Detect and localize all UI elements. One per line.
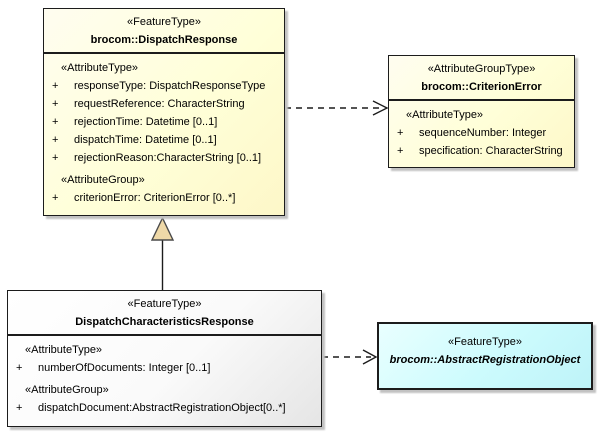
visibility-marker: +	[52, 98, 59, 110]
section-label-attributetype: «AttributeType»	[25, 344, 103, 356]
class-stereotype: «FeatureType»	[127, 16, 201, 28]
class-name: brocom::CriterionError	[421, 81, 542, 93]
class-stereotype: «FeatureType»	[448, 336, 522, 348]
section-label-attributegroup: «AttributeGroup»	[25, 384, 109, 396]
attribute-text: requestReference: CharacterString	[74, 98, 245, 110]
attribute-row[interactable]: + dispatchDocument:AbstractRegistrationO…	[8, 399, 319, 417]
class-name: DispatchCharacteristicsResponse	[75, 316, 254, 328]
section-label-attributetype: «AttributeType»	[61, 62, 139, 74]
class-header: «FeatureType» brocom::DispatchResponse	[44, 9, 284, 54]
attribute-row[interactable]: + numberOfDocuments: Integer [0..1]	[8, 359, 319, 377]
visibility-marker: +	[52, 192, 59, 204]
visibility-marker: +	[52, 80, 59, 92]
attribute-row[interactable]: + requestReference: CharacterString	[44, 95, 282, 113]
class-header: «FeatureType» brocom::AbstractRegistrati…	[379, 324, 591, 372]
class-name: brocom::DispatchResponse	[90, 34, 238, 46]
class-attributes: «AttributeType» + responseType: Dispatch…	[44, 54, 284, 211]
attribute-row[interactable]: + rejectionTime: Datetime [0..1]	[44, 113, 282, 131]
class-attributes: «AttributeType» + sequenceNumber: Intege…	[389, 101, 574, 164]
dependency-arrow-dispatchcharacteristicsresponse-abstractregistrationobject[interactable]	[322, 349, 378, 365]
attribute-text: dispatchTime: Datetime [0..1]	[74, 134, 217, 146]
attribute-text: responseType: DispatchResponseType	[74, 80, 266, 92]
dependency-arrow-dispatchresponse-criterionerror[interactable]	[285, 100, 389, 116]
section-label-attributegroup: «AttributeGroup»	[61, 174, 145, 186]
class-criterion-error[interactable]: «AttributeGroupType» brocom::CriterionEr…	[388, 55, 575, 168]
class-dispatch-response[interactable]: «FeatureType» brocom::DispatchResponse «…	[43, 8, 285, 216]
attribute-row[interactable]: + responseType: DispatchResponseType	[44, 77, 282, 95]
attribute-text: criterionError: CriterionError [0..*]	[74, 192, 236, 204]
visibility-marker: +	[52, 116, 59, 128]
visibility-marker: +	[52, 134, 59, 146]
visibility-marker: +	[52, 152, 59, 164]
attribute-text: rejectionReason:CharacterString [0..1]	[74, 152, 262, 164]
visibility-marker: +	[16, 402, 23, 414]
attribute-text: specification: CharacterString	[419, 145, 563, 157]
attribute-text: rejectionTime: Datetime [0..1]	[74, 116, 218, 128]
class-stereotype: «AttributeGroupType»	[427, 63, 536, 75]
class-header: «FeatureType» DispatchCharacteristicsRes…	[8, 291, 321, 336]
attribute-text: numberOfDocuments: Integer [0..1]	[38, 362, 211, 374]
generalization-arrow-dispatchcharacteristicsresponse-dispatchresponse[interactable]	[150, 216, 175, 290]
attribute-row[interactable]: + sequenceNumber: Integer	[389, 124, 572, 142]
section-label-attributetype: «AttributeType»	[406, 109, 484, 121]
attribute-row[interactable]: + rejectionReason:CharacterString [0..1]	[44, 149, 282, 167]
visibility-marker: +	[16, 362, 23, 374]
attribute-text: dispatchDocument:AbstractRegistrationObj…	[38, 402, 286, 414]
visibility-marker: +	[397, 127, 404, 139]
attribute-row[interactable]: + dispatchTime: Datetime [0..1]	[44, 131, 282, 149]
class-attributes: «AttributeType» + numberOfDocuments: Int…	[8, 336, 321, 421]
class-header: «AttributeGroupType» brocom::CriterionEr…	[389, 56, 574, 101]
attribute-text: sequenceNumber: Integer	[419, 127, 547, 139]
class-abstract-registration-object[interactable]: «FeatureType» brocom::AbstractRegistrati…	[377, 322, 593, 390]
visibility-marker: +	[397, 145, 404, 157]
class-stereotype: «FeatureType»	[127, 298, 202, 310]
attribute-row[interactable]: + specification: CharacterString	[389, 142, 572, 160]
class-dispatch-characteristics-response[interactable]: «FeatureType» DispatchCharacteristicsRes…	[7, 290, 322, 427]
class-name: brocom::AbstractRegistrationObject	[389, 354, 581, 366]
attribute-row[interactable]: + criterionError: CriterionError [0..*]	[44, 189, 282, 207]
